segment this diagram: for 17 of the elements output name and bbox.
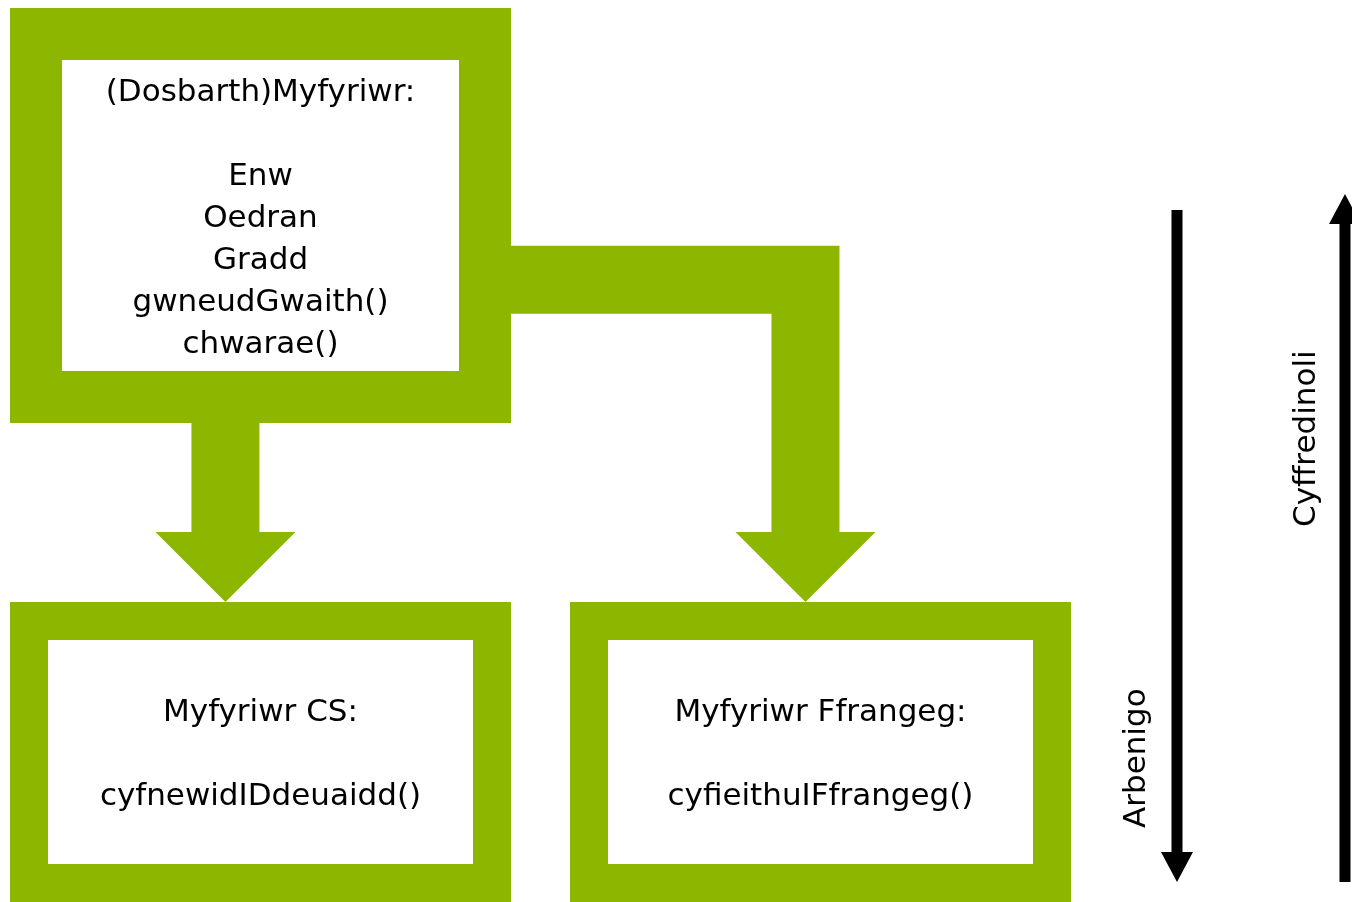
class-heading: (Dosbarth)Myfyriwr: <box>105 70 416 110</box>
class-member: Oedran <box>203 196 318 236</box>
class-heading: Myfyriwr Ffrangeg: <box>674 691 967 730</box>
class-member: cyfnewidIDdeuaidd() <box>99 775 422 814</box>
class-box <box>10 8 511 423</box>
class-member: chwarae() <box>182 322 339 362</box>
class-member: Gradd <box>212 238 309 278</box>
class-member: cyfieithuIFfrangeg() <box>667 775 974 814</box>
class-heading: Myfyriwr CS: <box>163 691 358 730</box>
class-member: gwneudGwaith() <box>132 280 389 320</box>
inheritance-arrow <box>155 423 296 602</box>
direction-label: Cyffredinoli <box>1286 350 1322 527</box>
class-box <box>570 602 1071 902</box>
class-member: Enw <box>228 154 293 194</box>
inheritance-arrow <box>511 245 876 602</box>
class-box <box>10 602 511 902</box>
direction-label: Arbenigo <box>1116 688 1152 828</box>
